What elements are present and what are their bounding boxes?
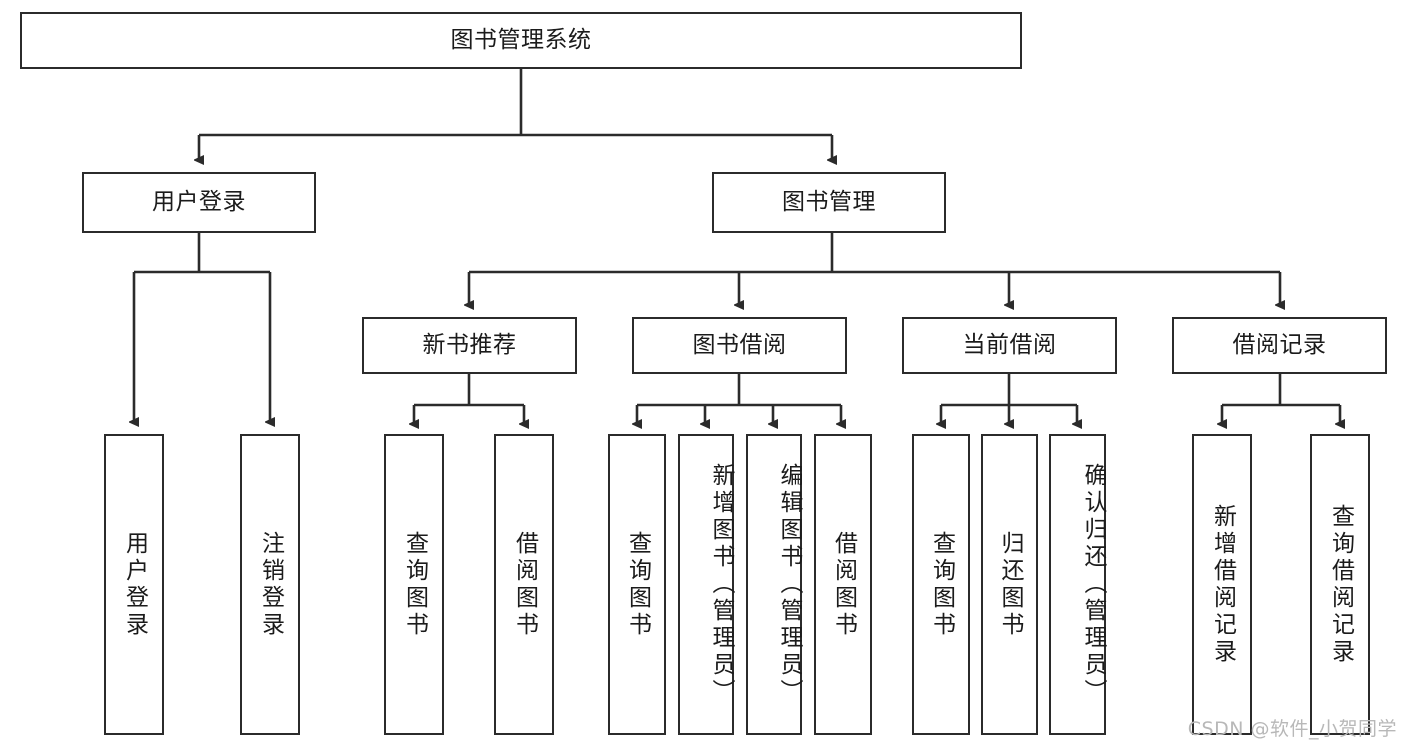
- leaf-edit-book-label: 编辑图书（管理员）: [776, 463, 802, 706]
- leaf-user-login-label: 用户登录: [121, 530, 148, 639]
- leaf-query-book-3[interactable]: 查询图书: [912, 434, 970, 735]
- leaf-return-book-label: 归还图书: [997, 530, 1023, 639]
- leaf-borrow-book-1-label: 借阅图书: [511, 530, 538, 639]
- leaf-query-record[interactable]: 查询借阅记录: [1310, 434, 1370, 735]
- node-book-borrow[interactable]: 图书借阅: [632, 317, 847, 374]
- node-user-login[interactable]: 用户登录: [82, 172, 316, 233]
- node-user-login-label: 用户登录: [152, 189, 246, 215]
- leaf-add-book-label: 新增图书（管理员）: [708, 463, 734, 706]
- node-borrow-record-label: 借阅记录: [1232, 332, 1327, 358]
- node-new-book-recommend-label: 新书推荐: [422, 332, 517, 358]
- leaf-add-book[interactable]: 新增图书（管理员）: [678, 434, 734, 735]
- node-borrow-record[interactable]: 借阅记录: [1172, 317, 1387, 374]
- leaf-logout[interactable]: 注销登录: [240, 434, 300, 735]
- leaf-add-record[interactable]: 新增借阅记录: [1192, 434, 1252, 735]
- leaf-query-book-3-label: 查询图书: [928, 530, 955, 639]
- leaf-user-login[interactable]: 用户登录: [104, 434, 164, 735]
- leaf-add-record-label: 新增借阅记录: [1209, 503, 1236, 666]
- leaf-query-book-2[interactable]: 查询图书: [608, 434, 666, 735]
- leaf-borrow-book-2[interactable]: 借阅图书: [814, 434, 872, 735]
- leaf-edit-book[interactable]: 编辑图书（管理员）: [746, 434, 802, 735]
- leaf-query-book-1-label: 查询图书: [401, 530, 428, 639]
- leaf-borrow-book-1[interactable]: 借阅图书: [494, 434, 554, 735]
- node-current-borrow[interactable]: 当前借阅: [902, 317, 1117, 374]
- leaf-query-book-1[interactable]: 查询图书: [384, 434, 444, 735]
- node-book-borrow-label: 图书借阅: [692, 332, 787, 358]
- watermark-text: CSDN @软件_小贺同学: [1187, 718, 1397, 740]
- leaf-borrow-book-2-label: 借阅图书: [830, 530, 857, 639]
- leaf-return-book[interactable]: 归还图书: [981, 434, 1038, 735]
- leaf-confirm-return[interactable]: 确认归还（管理员）: [1049, 434, 1106, 735]
- node-new-book-recommend[interactable]: 新书推荐: [362, 317, 577, 374]
- node-root-label: 图书管理系统: [450, 27, 592, 53]
- node-book-manage[interactable]: 图书管理: [712, 172, 946, 233]
- leaf-logout-label: 注销登录: [257, 530, 284, 639]
- node-book-manage-label: 图书管理: [782, 189, 876, 215]
- node-root-book-management-system[interactable]: 图书管理系统: [20, 12, 1022, 69]
- node-current-borrow-label: 当前借阅: [962, 332, 1057, 358]
- leaf-confirm-return-label: 确认归还（管理员）: [1080, 463, 1106, 706]
- leaf-query-record-label: 查询借阅记录: [1327, 503, 1354, 666]
- leaf-query-book-2-label: 查询图书: [624, 530, 651, 639]
